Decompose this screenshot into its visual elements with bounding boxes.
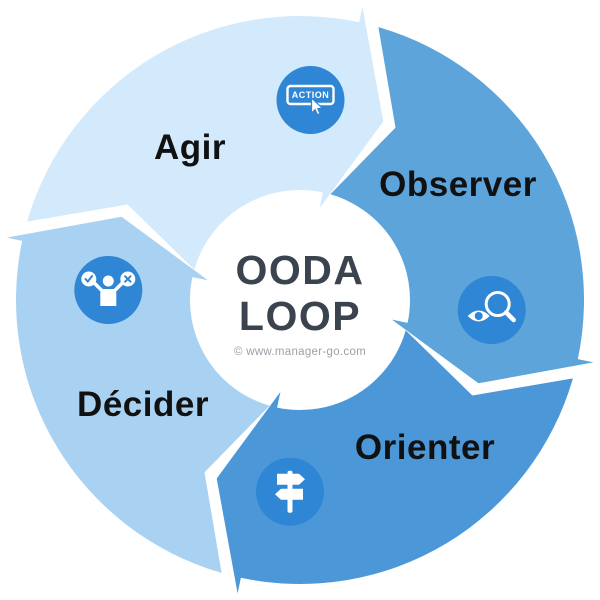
person-body <box>100 289 117 306</box>
person-decision-icon <box>74 256 143 324</box>
action-click-icon: ACTION <box>276 66 345 134</box>
center-title-line2: LOOP <box>238 293 362 339</box>
label-orienter: Orienter <box>354 428 496 467</box>
check-icon <box>84 275 94 284</box>
person-arm-left <box>92 281 105 293</box>
segment-decider <box>6 216 270 573</box>
magnifier-lens <box>484 291 511 317</box>
cursor-pointer-icon <box>310 96 324 116</box>
sign-arrow-left <box>275 488 303 500</box>
center-title-line1: OODA <box>235 247 365 293</box>
eye-pupil <box>474 312 483 320</box>
label-agir: Agir <box>154 128 226 167</box>
person-head <box>102 275 114 287</box>
label-decider: Décider <box>77 385 209 424</box>
cross-icon <box>124 275 132 283</box>
action-button-text: ACTION <box>292 90 330 100</box>
eye-magnifier-icon <box>457 276 526 344</box>
center-block: OODA LOOP © www.manager-go.com <box>0 247 600 358</box>
segment-orienter <box>216 330 573 594</box>
person-arm-right <box>112 281 125 293</box>
signpost-icon <box>256 457 324 526</box>
segment-observer <box>330 27 594 384</box>
action-icon-circle <box>276 66 345 134</box>
sign-arrow-right <box>277 473 305 485</box>
action-button-outline <box>286 84 335 106</box>
copyright-text: © www.manager-go.com <box>233 346 367 358</box>
label-observer: Observer <box>379 165 537 204</box>
magnifier-handle <box>503 310 516 323</box>
observer-icon-circle <box>457 276 526 344</box>
